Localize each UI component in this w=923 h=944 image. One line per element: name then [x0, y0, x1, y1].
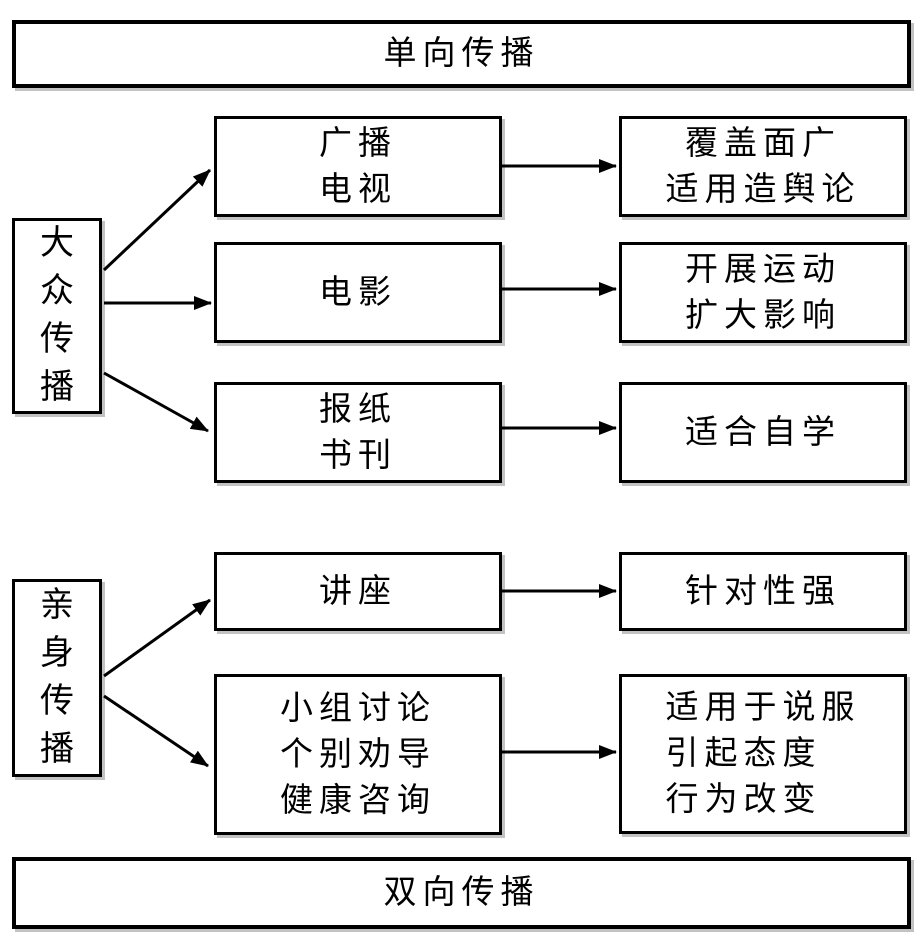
channel-group-discussion-label: 小组讨论 个别劝导 健康咨询: [280, 690, 436, 819]
box-channel-group-discussion: 小组讨论 个别劝导 健康咨询: [214, 674, 502, 835]
box-outcome-campaign-influence: 开展运动 扩大影响: [619, 242, 907, 343]
personal-communication-label: 亲身传播: [40, 587, 74, 768]
arrow-personal-to-group-discussion: [103, 694, 209, 768]
outcome-persuasion-label: 适用于说服 引起态度 行为改变: [665, 690, 861, 818]
arrow-mass-to-broadcast-tv: [102, 168, 212, 272]
box-personal-communication-source: 亲身传播: [12, 579, 102, 777]
box-channel-broadcast-tv: 广播 电视: [214, 116, 502, 217]
box-channel-lecture: 讲座: [214, 552, 502, 631]
banner-two-way-label: 双向传播: [383, 875, 540, 911]
box-outcome-persuasion: 适用于说服 引起态度 行为改变: [619, 674, 907, 834]
channel-film-label: 电影: [319, 274, 397, 311]
box-channel-film: 电影: [214, 242, 502, 343]
banner-one-way-label: 单向传播: [383, 36, 540, 72]
box-outcome-highly-targeted: 针对性强: [619, 552, 907, 631]
arrow-mass-to-newspaper-books: [103, 371, 209, 433]
banner-two-way-communication: 双向传播: [12, 857, 911, 929]
channel-broadcast-tv-label: 广播 电视: [319, 125, 397, 208]
channel-newspaper-books-label: 报纸 书刊: [319, 391, 397, 474]
box-mass-communication-source: 大众传播: [12, 218, 102, 414]
outcome-campaign-influence-label: 开展运动 扩大影响: [685, 251, 841, 334]
outcome-highly-targeted-label: 针对性强: [685, 573, 841, 610]
banner-one-way-communication: 单向传播: [12, 20, 911, 88]
outcome-wide-coverage-label: 覆盖面广 适用造舆论: [665, 125, 861, 208]
box-channel-newspaper-books: 报纸 书刊: [214, 382, 502, 483]
box-outcome-wide-coverage: 覆盖面广 适用造舆论: [619, 116, 907, 217]
channel-lecture-label: 讲座: [319, 573, 397, 610]
outcome-self-study-label: 适合自学: [685, 414, 841, 451]
box-outcome-self-study: 适合自学: [619, 382, 907, 483]
arrow-personal-to-lecture: [103, 598, 211, 678]
mass-communication-label: 大众传播: [40, 225, 74, 406]
